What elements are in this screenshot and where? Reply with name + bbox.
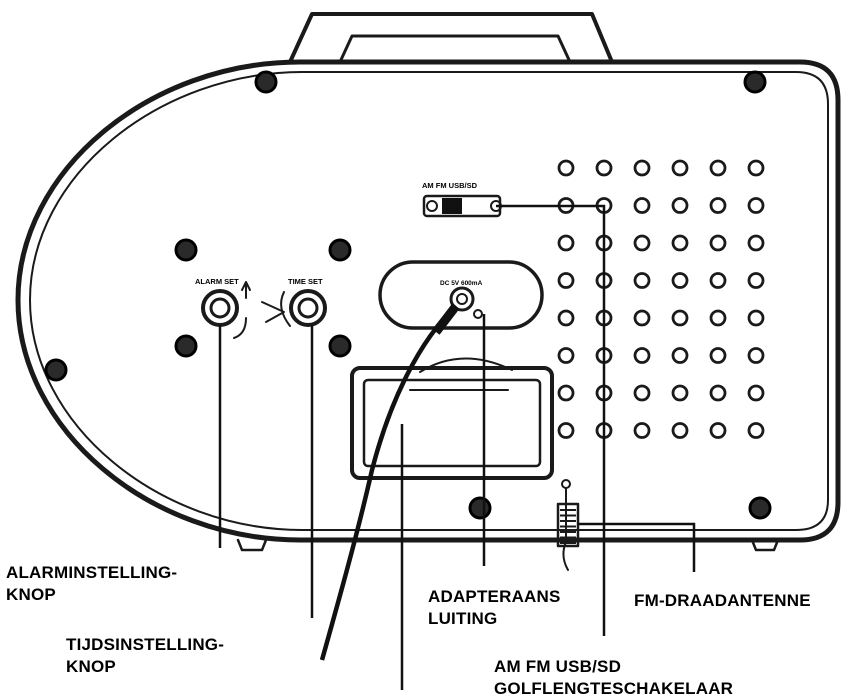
speaker-hole	[557, 384, 575, 402]
alarm-set-panel-label: ALARM SET	[195, 277, 239, 286]
alarm-set-knob-center	[209, 297, 231, 319]
dc-jack-socket	[449, 286, 475, 312]
speaker-hole	[709, 309, 727, 327]
speaker-hole	[709, 159, 727, 177]
speaker-hole	[747, 159, 765, 177]
screw-knob-top-left	[174, 238, 198, 262]
speaker-hole	[709, 272, 727, 289]
callout-time-knob-line-1: TIJDSINSTELLING-	[66, 635, 225, 654]
radio-body-inner	[29, 71, 829, 531]
alarm-set-knob	[201, 289, 239, 327]
speaker-hole	[671, 384, 689, 402]
leader-fm-antenna	[578, 522, 696, 572]
callout-fm-antenna: FM-DRAADANTENNE	[634, 591, 811, 610]
time-set-knob-center	[297, 297, 319, 319]
speaker-hole	[633, 422, 651, 439]
callout-adapter-jack-line-2: LUITING	[428, 609, 498, 628]
speaker-hole	[671, 197, 689, 214]
band-slide-switch-knob	[442, 198, 462, 214]
screw-bottom-center	[468, 496, 492, 520]
switch-panel-label: AM FM USB/SD	[422, 181, 478, 190]
callout-band-switch: AM FM USB/SD GOLFLENGTESCHAKELAAR	[494, 656, 733, 700]
leader-band-switch	[496, 204, 606, 636]
speaker-hole	[633, 197, 651, 214]
dc-jack-led	[473, 309, 483, 319]
speaker-hole	[747, 384, 765, 402]
speaker-hole	[633, 309, 651, 327]
callout-alarm-knob-line-2: KNOP	[6, 585, 56, 604]
dc-jack-ring	[456, 293, 468, 305]
callout-adapter-jack-line-1: ADAPTERAANS	[428, 587, 561, 606]
battery-compartment-inner	[362, 378, 542, 468]
speaker-hole	[671, 159, 689, 177]
speaker-hole	[671, 309, 689, 327]
speaker-hole	[709, 384, 727, 402]
callout-band-switch-line-2: GOLFLENGTESCHAKELAAR	[494, 679, 734, 698]
speaker-hole	[557, 422, 575, 439]
screw-bottom-right	[748, 496, 772, 520]
speaker-hole	[747, 347, 765, 364]
callout-alarm-knob-line-1: ALARMINSTELLING-	[6, 563, 178, 582]
speaker-hole	[557, 234, 575, 252]
alarm-rotation-arrow	[233, 317, 247, 339]
speaker-hole	[633, 347, 651, 364]
alarm-rotation-arrowhead	[241, 281, 251, 299]
fm-antenna-coil-windings	[560, 509, 576, 544]
speaker-hole	[557, 347, 575, 364]
power-adapter-plug	[432, 303, 460, 335]
screw-left	[44, 358, 68, 382]
radio-body-outline	[15, 59, 841, 543]
carry-handle-inner	[338, 34, 572, 64]
speaker-hole	[709, 234, 727, 252]
carry-handle	[288, 12, 614, 64]
speaker-hole	[747, 272, 765, 289]
callout-time-knob: TIJDSINSTELLING- KNOP	[66, 634, 224, 678]
speaker-hole	[709, 422, 727, 439]
callout-alarm-knob: ALARMINSTELLING- KNOP	[6, 562, 177, 606]
speaker-hole	[747, 309, 765, 327]
power-adapter-cable	[319, 304, 458, 661]
callout-adapter-jack: ADAPTERAANS LUITING	[428, 586, 561, 630]
right-foot	[750, 538, 780, 552]
screw-top-left	[254, 70, 278, 94]
dc-input-panel-label: DC 5V 600mA	[440, 280, 483, 287]
time-set-panel-label: TIME SET	[288, 277, 323, 286]
screw-knob-bottom-right	[328, 334, 352, 358]
speaker-hole	[747, 234, 765, 252]
dc-input-housing	[378, 260, 544, 330]
speaker-hole	[633, 234, 651, 252]
speaker-hole	[671, 347, 689, 364]
speaker-hole	[633, 384, 651, 402]
band-slide-switch-end	[426, 200, 438, 212]
time-rotation-arrowhead	[261, 301, 285, 323]
screw-knob-bottom-left	[174, 334, 198, 358]
callout-time-knob-line-2: KNOP	[66, 657, 116, 676]
screw-knob-top-right	[328, 238, 352, 262]
speaker-hole	[709, 197, 727, 214]
speaker-hole	[557, 272, 575, 289]
speaker-hole	[557, 309, 575, 327]
speaker-hole	[671, 234, 689, 252]
speaker-hole	[595, 159, 613, 177]
speaker-hole	[747, 197, 765, 214]
speaker-grill	[557, 159, 765, 439]
speaker-hole	[709, 347, 727, 364]
time-set-knob	[289, 289, 327, 327]
battery-compartment-outer	[350, 366, 554, 480]
speaker-hole	[747, 422, 765, 439]
battery-compartment-lid-arc	[419, 357, 513, 373]
speaker-hole	[633, 272, 651, 289]
fm-antenna-anchor	[561, 479, 571, 489]
speaker-hole	[671, 422, 689, 439]
screw-top-right	[743, 70, 767, 94]
speaker-hole	[633, 159, 651, 177]
left-foot	[236, 538, 268, 552]
time-rotation-arrow	[280, 291, 291, 327]
speaker-hole	[671, 272, 689, 289]
callout-band-switch-line-1: AM FM USB/SD	[494, 657, 622, 676]
speaker-hole	[557, 159, 575, 177]
